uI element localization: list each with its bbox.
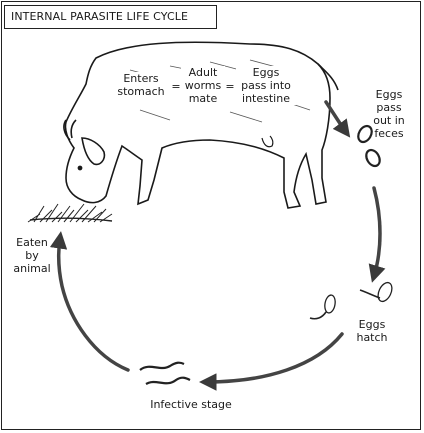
flow-separator: =	[171, 80, 181, 93]
arrow-to-eaten	[49, 231, 130, 372]
flow-separator: =	[225, 80, 235, 93]
label-eggs-pass-into-intestine: Eggs pass into intestine	[236, 66, 296, 105]
egg-icons	[357, 124, 381, 168]
label-infective-stage: Infective stage	[150, 398, 232, 411]
label-eggs-pass-out-in-feces: Eggs pass out in feces	[373, 88, 405, 140]
cycle-arrows	[49, 100, 386, 391]
hatching-larvae-icons	[309, 281, 393, 320]
larva-icon	[145, 376, 191, 385]
egg-icon	[365, 148, 381, 168]
larva-icon	[359, 289, 381, 299]
arrow-to-hatch	[368, 186, 386, 283]
egg-icon	[357, 124, 373, 144]
diagram-title: INTERNAL PARASITE LIFE CYCLE	[4, 5, 217, 29]
label-adult-worms-mate: Adult worms mate	[181, 66, 225, 105]
arrow-to-infective	[199, 332, 344, 391]
label-enters-stomach: Enters stomach	[113, 72, 169, 98]
larva-icon	[139, 361, 185, 371]
grass-tuft	[27, 203, 113, 223]
arrow-to-feces	[324, 100, 351, 138]
label-eggs-hatch: Eggs hatch	[356, 318, 388, 344]
hatching-egg-icon	[324, 294, 336, 314]
infective-larvae-icons	[139, 361, 191, 385]
hatching-egg-icon	[377, 281, 393, 303]
larva-icon	[309, 311, 327, 320]
label-eaten-by-animal: Eaten by animal	[13, 236, 51, 275]
